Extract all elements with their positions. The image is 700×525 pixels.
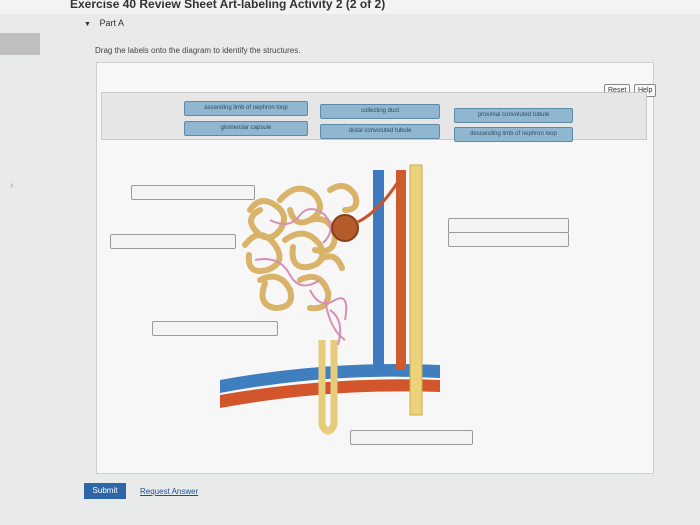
label-chip[interactable]: descending limb of nephron loop [454,127,573,142]
vein-vertical [373,170,384,370]
collecting-duct-shape [409,164,423,416]
triangle-down-icon[interactable]: ▼ [84,21,91,28]
label-chip[interactable]: glomerular capsule [184,121,308,136]
nephron-loop-shape [318,340,338,435]
artery-vertical [396,170,406,370]
part-label: Part A [99,18,124,28]
drop-target[interactable] [131,185,255,200]
part-a-header[interactable]: ▼ Part A [84,18,124,28]
drop-target[interactable] [448,218,569,233]
page-title: Exercise 40 Review Sheet Art-labeling Ac… [70,0,386,11]
left-nav-strip [0,33,40,55]
drop-target[interactable] [448,232,569,247]
chevron-right-icon[interactable]: › [10,180,14,191]
drop-target[interactable] [350,430,473,445]
nephron-illustration [220,164,440,435]
peritubular-capillaries [254,208,348,346]
submit-button[interactable]: Submit [84,483,126,499]
label-chip[interactable]: distal convoluted tubule [320,124,440,139]
drop-target[interactable] [152,321,278,336]
label-chip[interactable]: collecting duct [320,104,440,119]
label-chip[interactable]: proximal convoluted tubule [454,108,573,123]
glomerulus-shape [331,214,359,242]
convoluted-tubules [242,183,360,312]
artery-band [220,379,440,408]
vein-band [220,364,440,393]
page-header: Exercise 40 Review Sheet Art-labeling Ac… [0,0,700,14]
request-answer-link[interactable]: Request Answer [140,487,199,496]
instruction-text: Drag the labels onto the diagram to iden… [95,46,301,55]
label-chip[interactable]: ascending limb of nephron loop [184,101,308,116]
drop-target[interactable] [110,234,236,249]
